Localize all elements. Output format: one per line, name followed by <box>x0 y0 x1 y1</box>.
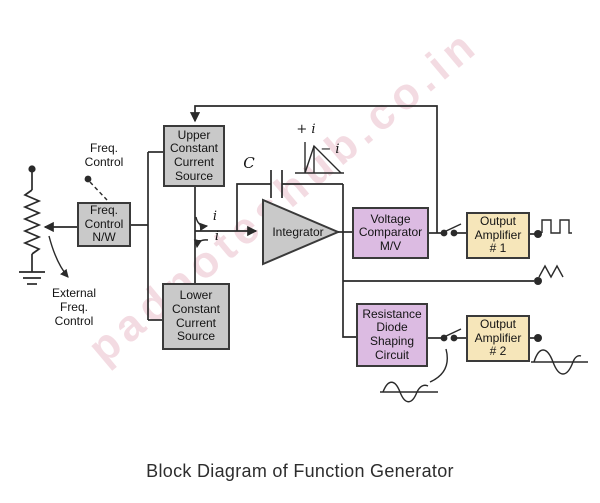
sine-wave-icon <box>531 349 588 375</box>
triangle-wave-icon <box>538 264 564 279</box>
minus-i-label: − i <box>320 142 340 157</box>
square-wave-icon <box>541 219 572 234</box>
diagram-caption: Block Diagram of Function Generator <box>146 461 454 481</box>
external-control-arrow <box>48 235 69 278</box>
potentiometer-symbol <box>22 165 42 272</box>
current-waveform-icon <box>295 142 344 174</box>
integrator-output-branch <box>342 184 356 338</box>
freq-control-pointer-label: Freq. Control <box>84 141 124 169</box>
output-amplifier-2-block: Output Amplifier # 2 <box>466 315 530 362</box>
triangle-wave-output <box>343 264 564 285</box>
current-direction-arrows <box>193 216 209 249</box>
feedback-wire <box>189 105 438 233</box>
switch-2-icon <box>440 328 466 342</box>
upper-constant-current-source-block: Upper Constant Current Source <box>163 125 225 187</box>
square-wave-output <box>530 219 572 238</box>
small-sine-wave-icon <box>380 381 438 403</box>
freq-control-pointer <box>84 175 108 201</box>
lower-constant-current-source-block: Lower Constant Current Source <box>162 283 230 350</box>
current-i-lower-label: i <box>214 229 220 244</box>
resistance-diode-shaping-block: Resistance Diode Shaping Circuit <box>356 303 428 367</box>
voltage-comparator-block: Voltage Comparator M/V <box>352 207 429 259</box>
external-freq-control-label: External Freq. Control <box>51 286 97 328</box>
freq-control-nw-block: Freq. Control N/W <box>77 202 131 247</box>
control-bus-wires <box>131 151 163 321</box>
capacitor-label: C <box>243 154 255 172</box>
switch-sine-pointer <box>429 348 448 383</box>
integrator-label: Integrator <box>272 225 324 239</box>
capacitor-symbol <box>236 170 343 231</box>
output-amplifier-1-block: Output Amplifier # 1 <box>466 212 530 259</box>
current-i-upper-label: i <box>212 209 218 224</box>
plus-i-label: + i <box>296 122 316 137</box>
integrator-triangle <box>262 198 341 266</box>
sine-wave-output <box>530 334 588 375</box>
switch-1-icon <box>440 223 466 237</box>
ground-icon <box>19 271 45 285</box>
